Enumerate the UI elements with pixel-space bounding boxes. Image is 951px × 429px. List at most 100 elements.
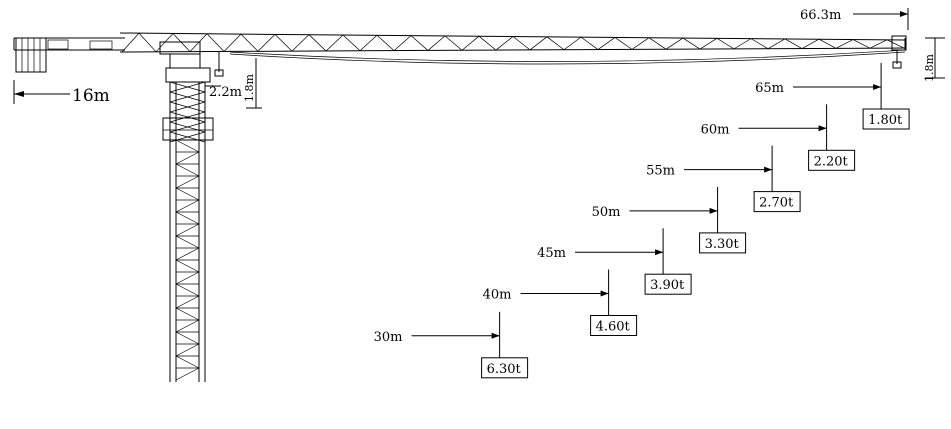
mast-brace [175,331,200,345]
load-value-label: 3.30t [705,237,740,252]
mast-brace [175,235,200,249]
load-radius-label: 55m [646,164,675,179]
load-radius-label: 50m [592,205,621,220]
mast-brace [175,199,200,213]
hook-tip [892,50,902,69]
jib-lattice [257,34,276,52]
mast-brace [175,307,200,321]
jib-lattice [546,36,565,51]
jib-lattice [240,33,259,52]
load-arrowhead [818,125,827,132]
jib-lattice [342,34,361,52]
load-box [753,191,801,213]
load-box [590,315,638,336]
jib-lattice [835,39,854,49]
jib-lattice [291,34,310,52]
dim-counter-jib: 16m [13,80,110,106]
mast-brace [175,211,200,225]
mast-brace [175,343,200,357]
jib-lattice [529,36,548,51]
load-box [862,108,910,130]
dim-max-radius: 66.3m [800,8,909,30]
jib-lattice [359,35,378,52]
tower-mast [169,81,206,382]
jib-lattice [614,37,633,50]
mast-brace [175,295,200,309]
hook-inner [214,52,224,77]
counter-jib [13,37,125,51]
load-radius-label: 40m [483,288,512,303]
jib-lattice [189,33,208,52]
mast-brace [175,319,200,333]
mast-brace [175,367,200,381]
mast-brace [175,283,200,297]
jib-lattice [682,37,701,50]
dim-hook-offset: 2.2m [205,85,242,100]
jib-lattice [121,32,140,53]
mast-brace [175,139,200,153]
counterweight [15,37,47,73]
mast-brace [169,121,206,133]
max-radius-label: 66.3m [800,8,841,23]
mast-brace [169,81,206,93]
jib-lattice [138,32,157,53]
jib-lattice [869,39,888,49]
load-box [808,149,856,171]
jib-lattice [767,38,786,50]
mast-brace [169,111,206,123]
jib-lattice [563,36,582,51]
load-value-label: 1.80t [868,113,903,128]
mast-brace [175,175,200,189]
jib-lattice [597,37,616,50]
jib-lattice [444,35,463,51]
jib-lattice [393,35,412,51]
jib-lattice [155,33,174,53]
load-chart: 65m1.80t60m2.20t55m2.70t50m3.30t45m3.90t… [374,63,910,379]
mast-brace [175,223,200,237]
jib-lattice [648,37,667,50]
jib-lattice [308,34,327,52]
jib-lattice [478,35,497,51]
jib-lattice [376,35,395,51]
jib-lattice [733,38,752,50]
load-box [481,357,529,379]
load-radius-label: 45m [537,246,566,261]
load-value-label: 4.60t [596,320,631,335]
load-arrowhead [709,207,718,214]
load-value-label: 2.20t [814,154,849,169]
jib-height-tip-label: 1.8m [923,54,936,82]
mast-brace [175,355,200,369]
load-arrowhead [764,166,773,173]
jib-lattice [801,38,820,49]
dim-jib-height-left: 1.8m [243,58,262,109]
load-arrowhead [655,249,664,256]
mast-brace [175,151,200,165]
jib-lattice [223,33,242,52]
jib-lattice [410,35,429,51]
jib-lattice [461,35,480,51]
jib-lattice [716,38,735,50]
load-box [644,273,692,295]
jib-lattice [818,38,837,49]
load-radius-label: 30m [374,330,403,345]
jib-lattice [427,35,446,51]
load-arrowhead [873,84,882,90]
jib-lattice [886,39,905,49]
load-radius-label: 60m [701,122,730,137]
dim-jib-height-tip: 1.8m [923,37,945,82]
load-arrowhead [600,290,609,297]
jib-lattice [665,37,684,50]
mast-brace [175,163,200,177]
jib-lattice [274,34,293,52]
hook-offset-label: 2.2m [209,85,242,100]
load-value-label: 6.30t [487,362,522,377]
load-box [699,232,747,254]
jib-height-left-label: 1.8m [243,74,256,102]
mast-brace [175,247,200,261]
mast-brace [175,259,200,273]
jib-lattice [512,36,531,51]
load-radius-label: 65m [755,81,784,96]
counter-jib-label: 16m [72,86,110,106]
